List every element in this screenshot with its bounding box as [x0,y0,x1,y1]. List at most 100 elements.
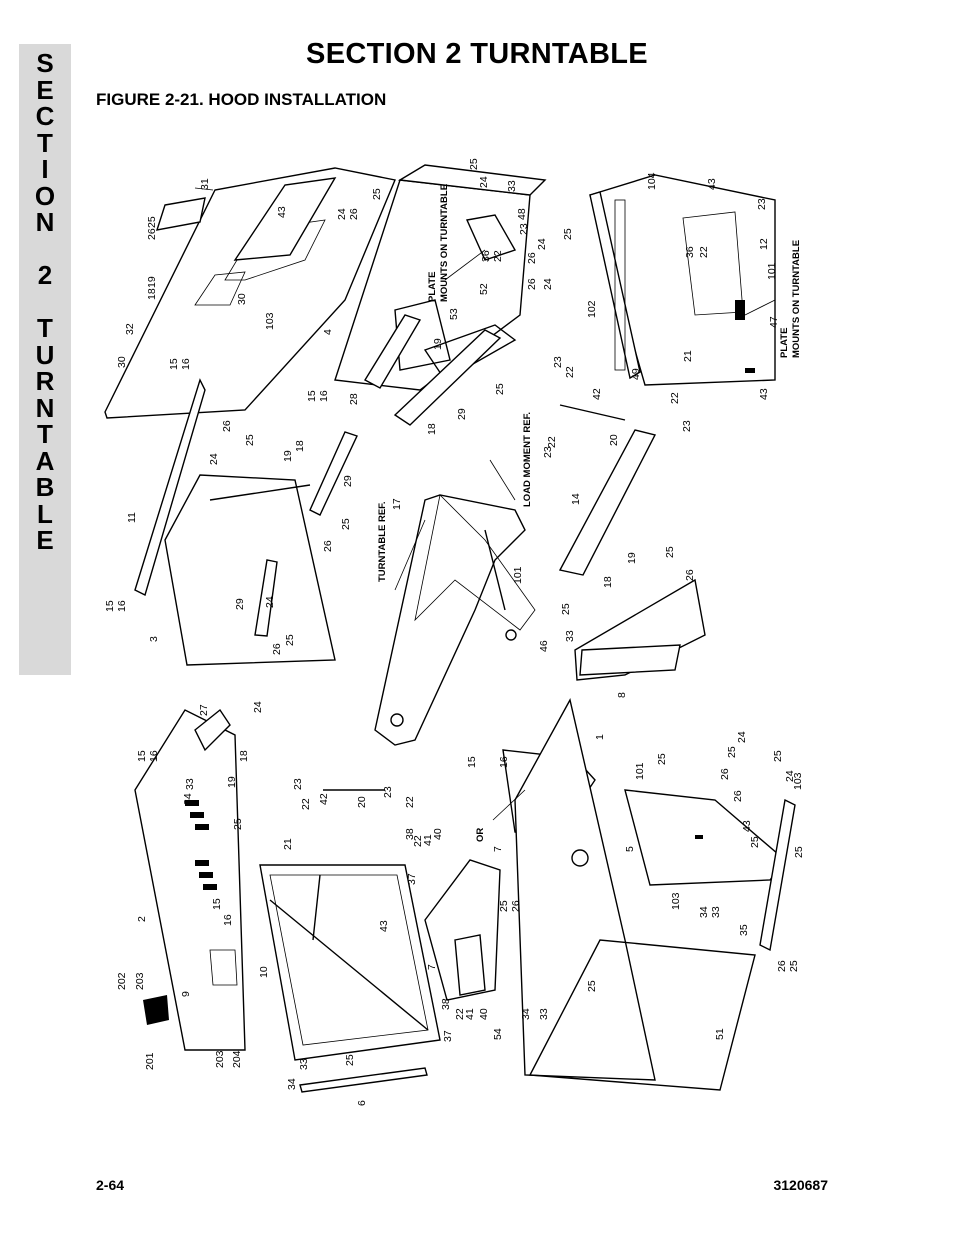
callout-number: 4 [322,329,334,335]
callout-number: 7 [426,964,438,970]
side-letter [19,236,71,263]
side-tab-letters: S E C T I O N 2 T U R N T A B L E [19,50,71,554]
callout-number: 25 [494,383,506,395]
callout-number: 43 [758,388,770,400]
callout-number: 22 [492,250,504,262]
callout-number: 33 [710,906,722,918]
callout-number: 16 [498,756,510,768]
mounts-label-right: MOUNTS ON TURNTABLE [791,240,802,358]
callout-number: 53 [448,308,460,320]
figure-title: FIGURE 2-21. HOOD INSTALLATION [96,90,387,109]
callout-number: 15 [104,600,116,612]
callout-number: 35 [738,924,750,936]
callout-number: 18 [238,750,250,762]
callout-number: 37 [442,1030,454,1042]
side-letter: E [36,525,54,555]
callout-number: 20 [356,796,368,808]
side-letter [19,289,71,316]
callout-number: 42 [591,388,603,400]
callout-number: 36 [480,250,492,262]
callout-number: 25 [586,980,598,992]
side-letter: B [35,472,55,502]
plate-label-right: PLATE [779,328,790,358]
hood-side-middle-left [134,378,336,666]
callout-number: 33 [298,1058,310,1070]
callout-number: 15 [168,358,180,370]
callout-number: 14 [570,493,582,505]
callout-number: 18 [426,423,438,435]
callout-number: 24 [478,176,490,188]
callout-number: 103 [792,772,804,790]
callout-number: 24 [336,208,348,220]
callout-number: 24 [208,453,220,465]
brace-parts [254,431,358,637]
side-letter: N [35,392,55,423]
callout-number: 25 [656,753,668,765]
side-letter: N [35,207,55,237]
plate-label-top: PLATE [427,272,438,302]
section-title: SECTION 2 TURNTABLE [306,38,648,70]
callout-number: 31 [199,178,211,190]
callout-number: 15 [136,750,148,762]
base-plate-lower-center [514,698,656,1081]
callout-number: 25 [498,900,510,912]
callout-number: 36 [684,246,696,258]
callout-number: 16 [148,750,160,762]
callout-number: 26 [719,768,731,780]
turntable-ref-label: TURNTABLE REF. [377,501,388,582]
page-number: 2-64 [96,1177,125,1193]
callout-number: 6 [356,1100,368,1106]
callout-number: 51 [714,1028,726,1040]
callout-number: 104 [646,172,658,190]
callout-number: 30 [116,356,128,368]
callout-number: 103 [670,892,682,910]
callout-number: 23 [756,198,768,210]
callout-number: 23 [681,420,693,432]
callout-number: 23 [518,223,530,235]
callout-number: 7 [492,846,504,852]
callout-number: 25 [371,188,383,200]
callout-number: 42 [318,793,330,805]
callout-number: 23 [292,778,304,790]
callout-number: 19 [226,776,238,788]
callout-number: 25 [726,746,738,758]
callout-number: 9 [180,991,192,997]
callout-number: 34 [698,906,710,918]
callout-number: 41 [422,834,434,846]
side-letter: U [35,339,55,370]
turntable-frame-reference [374,494,536,746]
side-letter: O [34,180,56,211]
callout-number: 24 [264,596,276,608]
callout-number: 202 [116,972,128,990]
callout-number: 52 [478,283,490,295]
callout-number: 22 [669,392,681,404]
callout-number: 20 [608,434,620,446]
callout-number: 48 [516,208,528,220]
callout-number: 37 [406,873,418,885]
callout-number: 101 [634,762,646,780]
side-letter: E [36,74,54,105]
callout-number: 103 [264,312,276,330]
callout-number: 2 [136,916,148,922]
side-rails-right [558,404,706,681]
callout-number: 22 [412,835,424,847]
callout-number: 34 [286,1078,298,1090]
load-moment-ref-label: LOAD MOMENT REF. [522,412,533,507]
side-letter: I [41,154,49,184]
callout-number: 38 [404,828,416,840]
callout-number: 25 [664,546,676,558]
hood-panel-top-right [589,174,776,386]
callout-number: 40 [478,1008,490,1020]
side-letter: A [35,445,55,476]
callout-number: 19 [282,450,294,462]
callout-number: 33 [506,180,518,192]
callout-number: 43 [741,820,753,832]
hood-installation-diagram: PLATE MOUNTS ON TURNTABLE PLATE MOUNTS O… [104,158,805,1106]
callout-number: 30 [236,293,248,305]
callout-number: 1 [594,734,606,740]
callout-number: 25 [772,750,784,762]
callout-number: 25 [468,158,480,170]
callout-number: 16 [116,600,128,612]
callout-number: 10 [258,966,270,978]
